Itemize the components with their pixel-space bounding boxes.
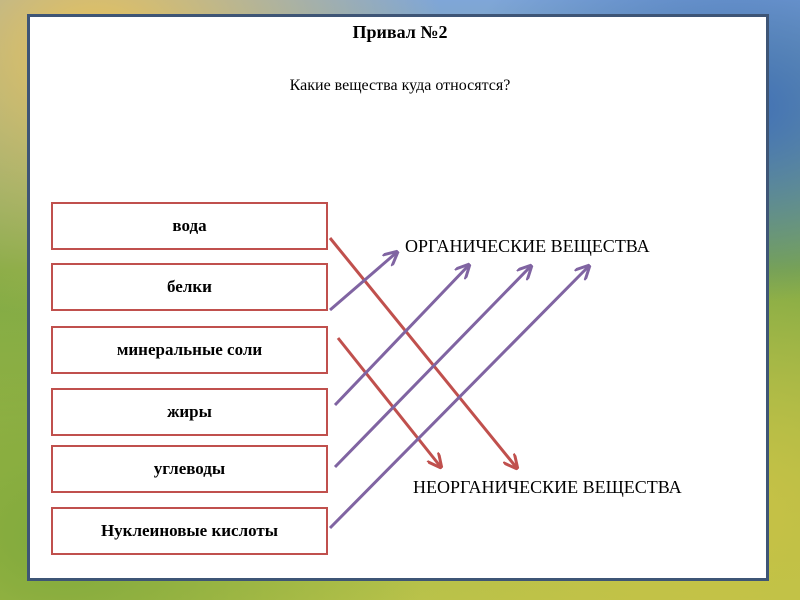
arrow-proteins-to-organic	[330, 253, 396, 310]
arrow-nucleic-acids-to-organic	[330, 267, 588, 528]
arrow-carbohydrates-to-organic	[335, 267, 530, 467]
